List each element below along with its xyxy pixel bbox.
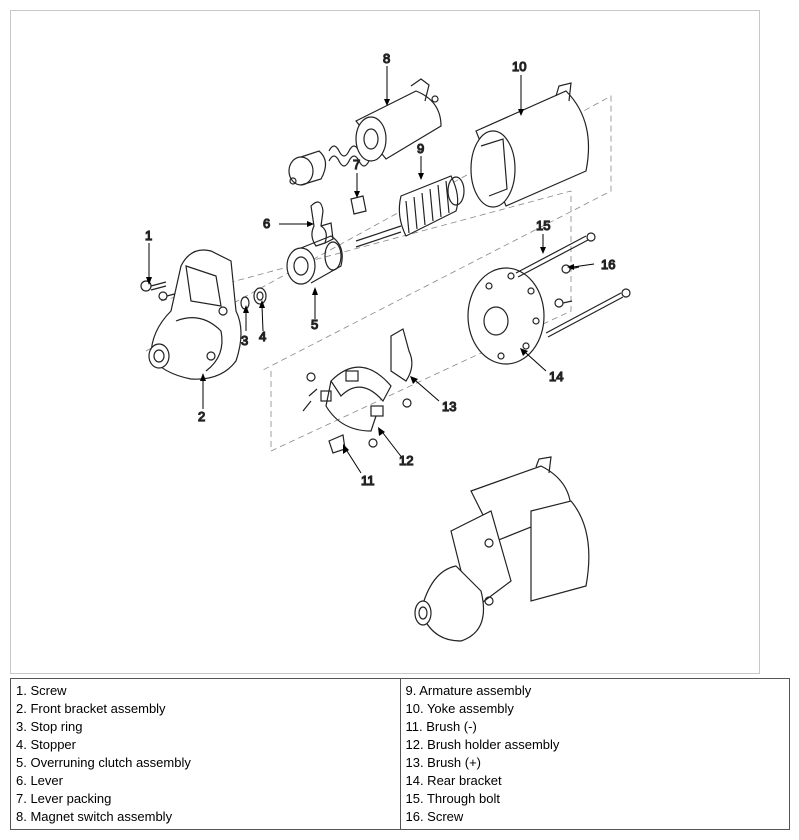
legend-item: 10. Yoke assembly [405, 701, 514, 716]
screw-rear-part [554, 264, 580, 308]
legend-item: 6. Lever [16, 773, 63, 788]
callout-14: 14 [549, 369, 563, 384]
callout-6: 6 [263, 216, 270, 231]
legend-item: 4. Stopper [16, 737, 76, 752]
leader-arrowheads [146, 99, 574, 454]
legend-item: 1. Screw [16, 683, 67, 698]
screw-part [140, 280, 179, 301]
assembled-starter-part [414, 456, 590, 642]
legend-item: 3. Stop ring [16, 719, 83, 734]
yoke-part [470, 82, 590, 208]
front-bracket-part [148, 249, 242, 380]
callout-15: 15 [536, 218, 550, 233]
brush-holder-part [320, 366, 392, 432]
legend-item: 5. Overruning clutch assembly [16, 755, 191, 770]
stopper-part [253, 287, 267, 305]
legend-item: 12. Brush holder assembly [405, 737, 560, 752]
through-bolt-part [515, 232, 631, 338]
legend-item: 16. Screw [405, 809, 464, 824]
callout-5: 5 [311, 317, 318, 332]
callout-4: 4 [259, 329, 266, 344]
legend-item: 9. Armature assembly [405, 683, 532, 698]
leader-lines [148, 66, 595, 474]
overrunning-clutch-part [286, 235, 343, 285]
lever-packing-part [350, 195, 367, 215]
legend-item: 14. Rear bracket [405, 773, 502, 788]
magnet-switch-part [355, 78, 442, 162]
callout-2: 2 [198, 409, 205, 424]
stop-ring-part [240, 296, 250, 310]
exploded-diagram: 1 2 3 4 5 6 7 8 9 10 11 12 13 14 15 16 [10, 10, 760, 674]
plunger-part [288, 150, 327, 186]
callout-16: 16 [601, 257, 615, 272]
callout-12: 12 [399, 453, 413, 468]
callout-9: 9 [417, 141, 424, 156]
legend-column-right: 9. Armature assembly 10. Yoke assembly 1… [399, 678, 790, 830]
callout-labels: 1 2 3 4 5 6 7 8 9 10 11 12 13 14 15 16 [144, 50, 616, 488]
legend-column-left: 1. Screw 2. Front bracket assembly 3. St… [10, 678, 401, 830]
legend-item: 13. Brush (+) [405, 755, 482, 770]
legend-item: 15. Through bolt [405, 791, 500, 806]
legend-item: 11. Brush (-) [405, 719, 477, 734]
legend-item: 7. Lever packing [16, 791, 112, 806]
parts-legend: 1. Screw 2. Front bracket assembly 3. St… [10, 678, 790, 830]
callout-7: 7 [353, 157, 360, 172]
callout-1: 1 [145, 228, 152, 243]
legend-item: 8. Magnet switch assembly [16, 809, 173, 824]
callout-10: 10 [512, 59, 526, 74]
brush-positive-part [368, 328, 413, 448]
callout-3: 3 [241, 333, 248, 348]
armature-part [355, 175, 465, 248]
callout-11: 11 [361, 473, 375, 488]
legend-item: 2. Front bracket assembly [16, 701, 166, 716]
lever-part [310, 201, 334, 247]
rear-bracket-part [467, 267, 545, 365]
callout-13: 13 [442, 399, 456, 414]
callout-8: 8 [383, 51, 390, 66]
